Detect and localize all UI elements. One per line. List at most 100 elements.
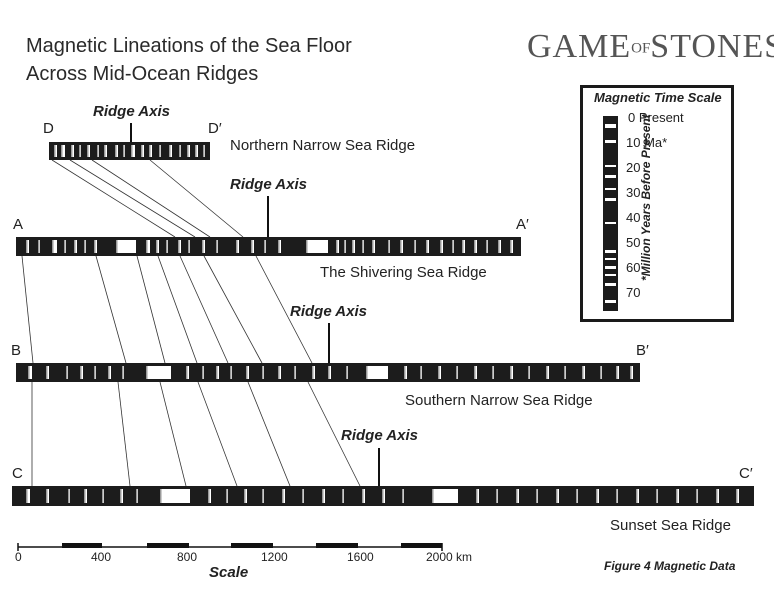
stripe-edge xyxy=(84,489,86,503)
legend-tick: 0 Present xyxy=(628,110,684,125)
stripe-edge xyxy=(282,489,284,503)
correlation-line xyxy=(69,159,196,238)
stripe-edge xyxy=(362,240,364,253)
stripe-edge xyxy=(79,145,81,157)
sunset-end-label: C′ xyxy=(739,465,753,482)
scale-tick: 1600 xyxy=(347,550,374,564)
stripe-edge xyxy=(64,240,66,253)
stripe-edge xyxy=(178,240,180,253)
stripe-edge xyxy=(716,489,718,503)
legend-stripe xyxy=(605,258,616,260)
stripe-edge xyxy=(131,145,133,157)
stripe-edge xyxy=(146,240,148,253)
scale-tick: 2000 km xyxy=(426,550,473,564)
stripe-edge xyxy=(616,489,618,503)
stripe-edge xyxy=(179,145,181,157)
stripe-edge xyxy=(115,145,117,157)
stripe-edge xyxy=(456,366,458,379)
stripe-edge xyxy=(61,145,63,157)
stripe-edge xyxy=(630,366,632,379)
stripe-edge xyxy=(236,240,238,253)
stripe-edge xyxy=(246,366,248,379)
sunset-start-label: C xyxy=(12,465,23,482)
stripe-edge xyxy=(636,489,638,503)
legend-tick: 10 Ma* xyxy=(626,135,668,150)
stripe-edge xyxy=(202,366,204,379)
stripe-edge xyxy=(576,489,578,503)
shivering-ridge-name: The Shivering Sea Ridge xyxy=(320,264,487,281)
white-stripe xyxy=(116,240,136,253)
white-stripe xyxy=(432,489,458,503)
stripe-edge xyxy=(404,366,406,379)
correlation-line xyxy=(197,381,238,487)
stripe-edge xyxy=(696,489,698,503)
white-stripe xyxy=(366,366,388,379)
correlation-line xyxy=(159,381,187,487)
legend-stripe xyxy=(605,300,616,303)
scale-tick: 0 xyxy=(15,550,22,564)
stripe-edge xyxy=(616,366,618,379)
northern-ridge-name: Northern Narrow Sea Ridge xyxy=(230,137,416,154)
correlation-line xyxy=(203,255,263,364)
correlation-line xyxy=(91,159,211,238)
stripe-edge xyxy=(474,240,476,253)
legend-polarity-strip xyxy=(603,116,618,311)
white-stripe xyxy=(146,366,171,379)
stripe-edge xyxy=(474,366,476,379)
stripe-edge xyxy=(372,240,374,253)
stripe-edge xyxy=(382,489,384,503)
scale-tick: 800 xyxy=(177,550,198,564)
stripe-edge xyxy=(278,240,280,253)
title-line-1: Magnetic Lineations of the Sea Floor xyxy=(26,35,352,57)
stripe-edge xyxy=(486,240,488,253)
legend-stripe xyxy=(605,274,616,276)
correlation-line xyxy=(307,381,361,487)
stripe-edge xyxy=(462,240,464,253)
stripe-edge xyxy=(432,489,434,503)
stripe-edge xyxy=(420,366,422,379)
correlation-line xyxy=(179,255,229,364)
stripe-edge xyxy=(582,366,584,379)
stripe-edge xyxy=(302,489,304,503)
stripe-edge xyxy=(104,145,106,157)
stripe-edge xyxy=(116,240,118,253)
game-of-stones-logo: GAMEOFSTONES xyxy=(527,28,774,66)
stripe-edge xyxy=(656,489,658,503)
correlation-line xyxy=(255,255,313,364)
stripe-edge xyxy=(203,145,205,157)
stripe-edge xyxy=(344,240,346,253)
scale-segment xyxy=(401,543,442,548)
stripe-edge xyxy=(278,366,280,379)
stripe-edge xyxy=(528,366,530,379)
stripe-edge xyxy=(26,489,28,503)
legend-stripe xyxy=(605,283,616,286)
stripe-edge xyxy=(452,240,454,253)
stripe-edge xyxy=(230,366,232,379)
scale-tick: 1200 xyxy=(261,550,288,564)
scale-segment xyxy=(62,543,102,548)
stripe-edge xyxy=(187,145,189,157)
stripe-edge xyxy=(80,366,82,379)
legend-tick: 30 xyxy=(626,185,641,200)
correlation-line xyxy=(149,159,244,238)
stripe-edge xyxy=(108,366,110,379)
sunset-ridge-name: Sunset Sea Ridge xyxy=(610,517,731,534)
stripe-edge xyxy=(102,489,104,503)
legend-tick: 50 xyxy=(626,235,641,250)
legend-tick: 20 xyxy=(626,160,641,175)
stripe-edge xyxy=(46,489,48,503)
southern-start-label: B xyxy=(11,342,22,359)
legend-stripe xyxy=(605,222,616,224)
stripe-edge xyxy=(166,240,168,253)
scale-segment xyxy=(231,543,273,548)
stripe-edge xyxy=(346,366,348,379)
legend-title: Magnetic Time Scale xyxy=(594,90,722,105)
stripe-edge xyxy=(564,366,566,379)
stripe-edge xyxy=(244,489,246,503)
stripe-edge xyxy=(208,489,210,503)
stripe-edge xyxy=(492,366,494,379)
stripe-edge xyxy=(440,240,442,253)
legend-tick: 40 xyxy=(626,210,641,225)
stripe-edge xyxy=(52,240,54,253)
